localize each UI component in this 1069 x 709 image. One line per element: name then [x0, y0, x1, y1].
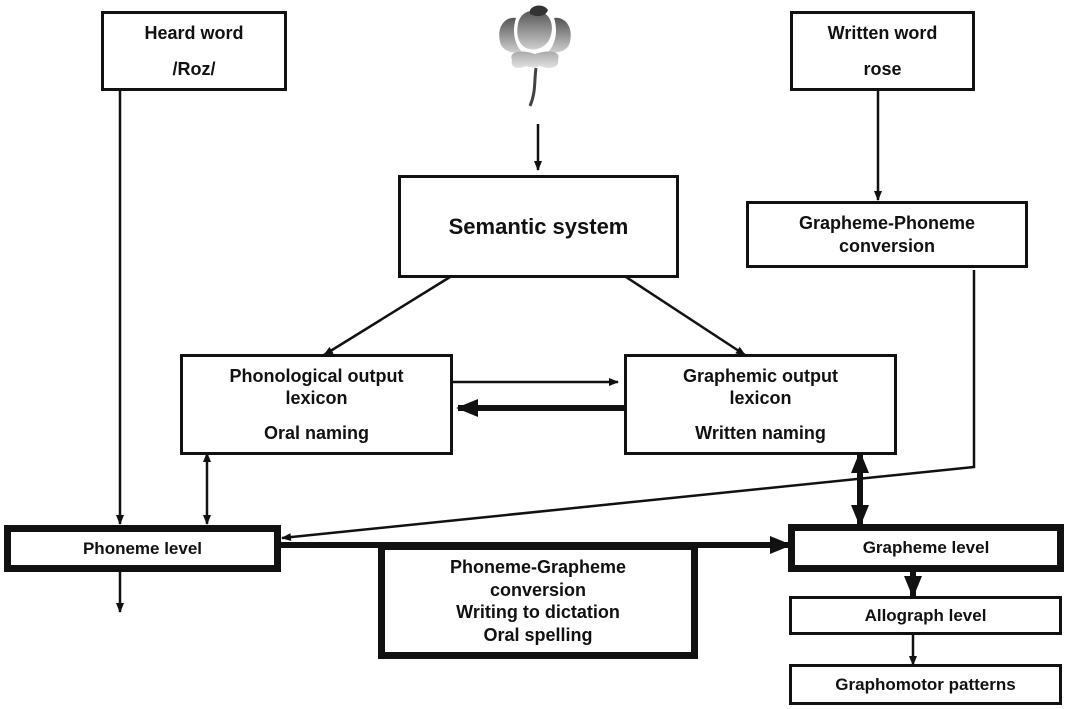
written-word-box: Written word rose	[790, 11, 975, 91]
phoneme-level-box: Phoneme level	[4, 525, 281, 572]
gp-conversion-line1: Grapheme-Phoneme	[798, 213, 976, 233]
phoneme-grapheme-conversion-box: Phoneme-Grapheme conversion Writing to d…	[378, 543, 698, 659]
written-word-title: Written word	[827, 22, 938, 43]
semantic-system-label: Semantic system	[448, 213, 629, 239]
heard-word-value: /Roz/	[172, 59, 216, 79]
gp-conversion-line2: conversion	[838, 235, 936, 256]
written-naming-label: Written naming	[695, 422, 826, 443]
graphomotor-patterns-label: Graphomotor patterns	[835, 674, 1016, 694]
heard-word-box: Heard word /Roz/	[101, 11, 287, 91]
oral-spelling-label: Oral spelling	[483, 624, 593, 645]
rose-icon	[499, 5, 571, 107]
semantic-system-box: Semantic system	[398, 175, 679, 278]
graphemic-lexicon-line1: Graphemic output	[682, 365, 838, 386]
edge-semantic-to-phonological	[323, 275, 451, 357]
graphomotor-patterns-box: Graphomotor patterns	[789, 664, 1062, 705]
writing-to-dictation-label: Writing to dictation	[456, 602, 620, 622]
phonological-lexicon-line1: Phonological output	[229, 365, 404, 386]
written-word-value: rose	[863, 59, 902, 79]
oral-naming-label: Oral naming	[263, 422, 370, 443]
phonological-output-lexicon-box: Phonological output lexicon Oral naming	[180, 354, 453, 455]
graphemic-lexicon-line2: lexicon	[729, 388, 792, 409]
pg-conversion-line1: Phoneme-Grapheme	[449, 557, 627, 577]
phoneme-level-label: Phoneme level	[82, 538, 203, 558]
pg-conversion-line2: conversion	[489, 579, 587, 600]
allograph-level-label: Allograph level	[864, 605, 987, 625]
grapheme-level-box: Grapheme level	[788, 524, 1064, 572]
grapheme-phoneme-conversion-box: Grapheme-Phoneme conversion	[746, 201, 1028, 268]
edge-semantic-to-graphemic	[625, 275, 746, 357]
edge-gpconv-to-phoneme	[281, 270, 976, 542]
grapheme-level-label: Grapheme level	[862, 538, 990, 558]
graphemic-output-lexicon-box: Graphemic output lexicon Written naming	[624, 354, 897, 455]
heard-word-title: Heard word	[144, 22, 244, 43]
allograph-level-box: Allograph level	[789, 596, 1062, 635]
phonological-lexicon-line2: lexicon	[285, 388, 348, 409]
